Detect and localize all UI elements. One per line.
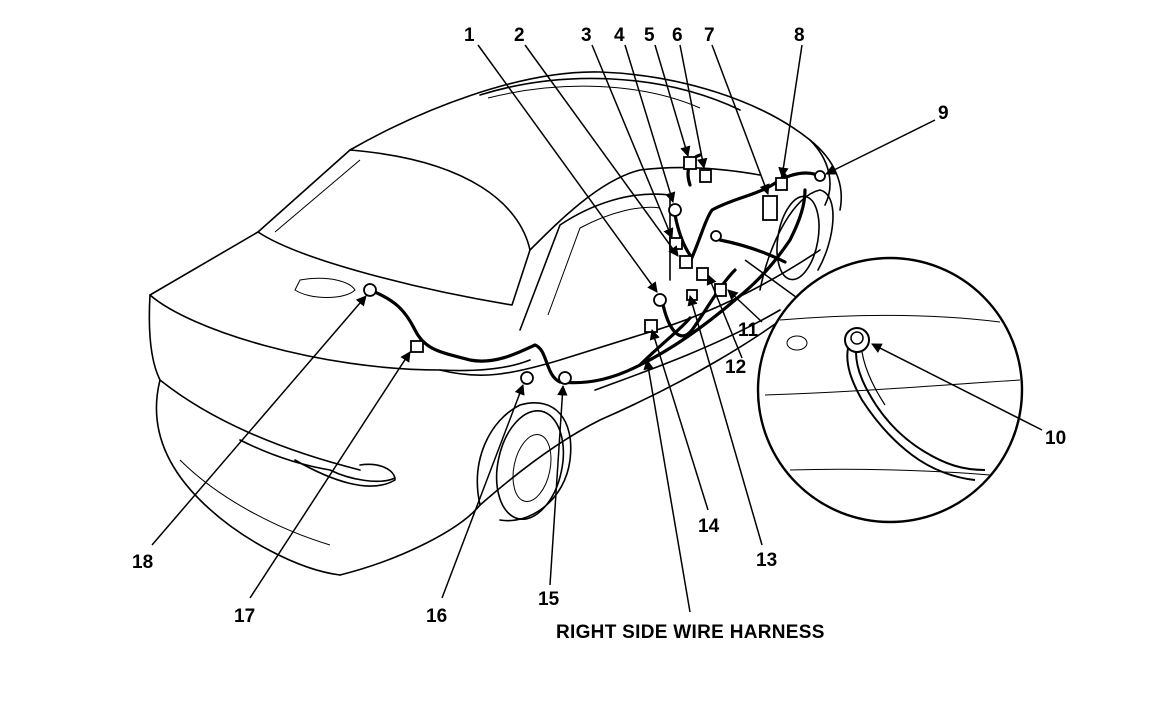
callout-11: 11: [738, 320, 759, 341]
callout-15: 15: [538, 589, 560, 610]
connector-16: [520, 371, 534, 385]
connector-13: [686, 289, 698, 301]
callout-3: 3: [581, 25, 592, 46]
callout-14: 14: [698, 516, 720, 537]
connector-9: [814, 170, 826, 182]
connector-1: [653, 293, 667, 307]
callout-numbers: 1 2 3 4 5 6 7 8 9 10 11 12 13 14 15 16 1…: [132, 25, 1066, 627]
connector-18: [363, 283, 377, 297]
ground-point: [710, 230, 722, 242]
leader-lines: [151, 44, 1043, 613]
callout-5: 5: [644, 25, 655, 46]
connector-4: [668, 203, 682, 217]
connector-8: [775, 177, 788, 191]
callout-7: 7: [704, 25, 715, 46]
connector-5: [683, 156, 697, 170]
callout-8: 8: [794, 25, 805, 46]
connector-12: [696, 267, 709, 281]
callout-18: 18: [132, 552, 153, 573]
callout-4: 4: [614, 25, 625, 46]
connector-17: [410, 340, 424, 353]
callout-6: 6: [672, 25, 683, 46]
callout-16: 16: [426, 606, 447, 627]
connector-11: [714, 283, 727, 297]
connector-6: [699, 169, 712, 183]
callout-17: 17: [234, 606, 255, 627]
connector-2: [679, 255, 693, 269]
connector-14: [644, 319, 658, 333]
callout-1: 1: [464, 25, 475, 46]
callout-9: 9: [938, 103, 949, 124]
connector-7: [762, 195, 778, 221]
detail-inset: [744, 256, 1024, 524]
callout-12: 12: [725, 357, 746, 378]
callout-2: 2: [514, 25, 525, 46]
diagram-caption: RIGHT SIDE WIRE HARNESS: [556, 622, 825, 643]
callout-13: 13: [756, 550, 777, 571]
connector-15: [558, 371, 572, 385]
callout-10: 10: [1045, 428, 1066, 449]
